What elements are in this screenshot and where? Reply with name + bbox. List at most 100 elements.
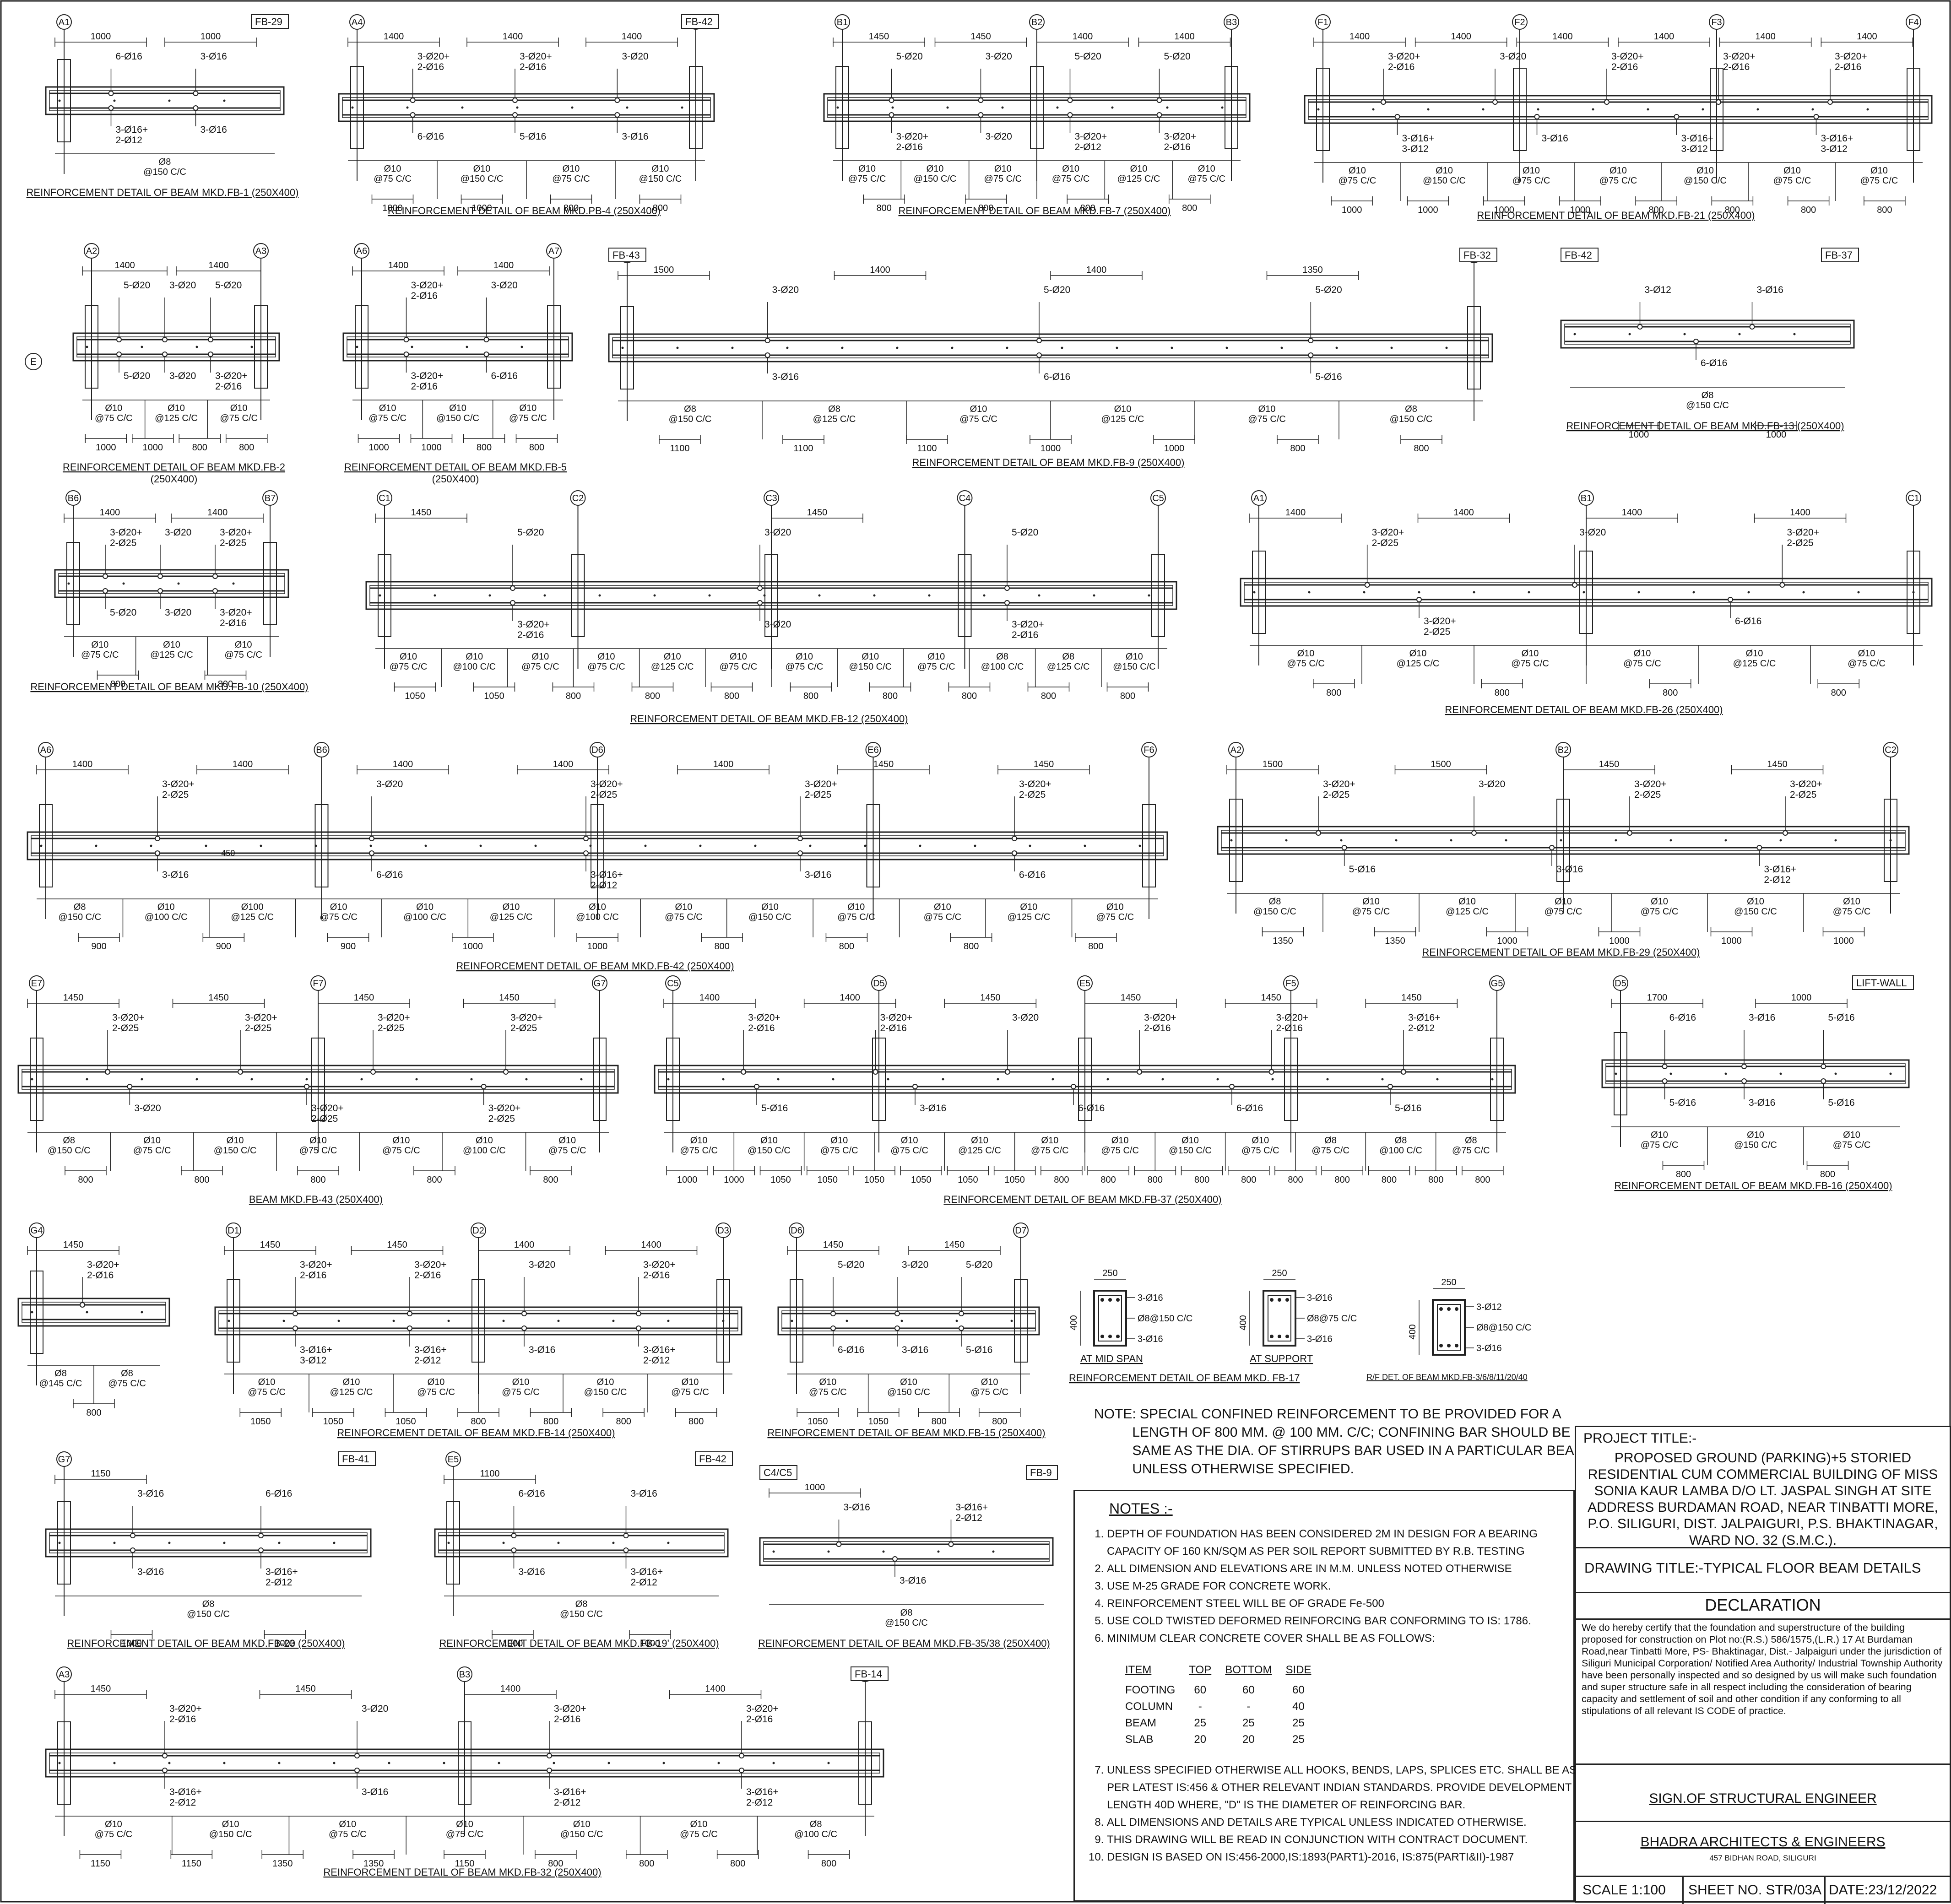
bar-dot — [763, 594, 766, 597]
bar-callout: 3-Ø20+2-Ø16 — [411, 280, 444, 301]
bar-marker — [1067, 97, 1073, 103]
dimension-top-value: 1400 — [1622, 508, 1642, 518]
beam-stirrup-cage — [76, 336, 276, 357]
dimension-bottom-value: 1050 — [250, 1417, 271, 1427]
dimension-bottom-value: 800 — [1335, 1175, 1350, 1185]
stirrup-spec: Ø10@75 C/C — [521, 652, 559, 672]
beam-stirrup-cage — [1244, 582, 1929, 603]
beam-title-line-2: (250X400) — [432, 473, 479, 485]
bar-callout: 3-Ø16 — [1749, 1098, 1775, 1108]
beam-tag: FB-29 — [255, 16, 282, 27]
cover-table-cell: - — [1198, 1700, 1202, 1713]
beam-title: REINFORCEMENT DETAIL OF BEAM MKD.FB-13 (… — [1566, 420, 1844, 432]
grid-label: A6 — [40, 745, 51, 755]
dimension-top-value: 1450 — [354, 993, 374, 1003]
stirrup-spec: Ø8@145 C/C — [39, 1368, 82, 1389]
section-caption: AT MID SPAN — [1080, 1353, 1143, 1364]
dimension-bottom-value: 800 — [1054, 1175, 1069, 1185]
dimension-bottom-value: 1050 — [911, 1175, 932, 1185]
bar-dot — [1166, 106, 1169, 109]
column-support — [666, 1038, 680, 1121]
beam-tag: FB-43 — [612, 249, 640, 261]
bar-marker — [1756, 845, 1762, 850]
cover-table-cell: 60 — [1242, 1684, 1255, 1696]
bar-dot — [1084, 844, 1086, 847]
dimension-bottom-value: 800 — [1241, 1175, 1256, 1185]
beam-outline — [45, 1748, 884, 1778]
dimension-bottom-value: 1150 — [455, 1859, 474, 1869]
bar-marker — [130, 1533, 135, 1538]
grid-label: B3 — [459, 1670, 470, 1680]
beam-tag-box — [681, 14, 719, 29]
column-support — [1907, 551, 1920, 634]
bar-callout: 3-Ø20+2-Ø16 — [1144, 1012, 1176, 1033]
bar-dot — [278, 1762, 281, 1764]
dimension-bottom-value: 800 — [543, 1175, 558, 1185]
dimension-bottom-value: 800 — [1648, 205, 1664, 215]
grid-label: E6 — [867, 745, 878, 755]
grid-label: D2 — [472, 1226, 484, 1236]
beam-stirrup-cage — [58, 573, 285, 594]
bar-dot — [314, 844, 317, 847]
beam-outline — [608, 333, 1493, 362]
grid-label: F1 — [1317, 17, 1328, 27]
stirrup-spec: Ø10@150 C/C — [748, 902, 791, 922]
dimension-bottom-value: 800 — [1414, 444, 1429, 454]
dimension-bottom-value: 800 — [1725, 205, 1740, 215]
bar-dot — [1056, 106, 1059, 109]
dimension-bottom-value: 1100 — [917, 444, 937, 454]
stirrup-spec: Ø10@75 C/C — [1773, 166, 1811, 186]
bar-marker — [212, 573, 218, 579]
dimension-top-value: 1450 — [411, 508, 432, 518]
bar-dot — [553, 1762, 555, 1764]
cover-table-cell: 60 — [1194, 1684, 1207, 1696]
bar-callout: 3-Ø20+2-Ø25 — [112, 1012, 145, 1033]
bar-dot — [1061, 346, 1063, 349]
bar-callout: 5-Ø16 — [1828, 1012, 1854, 1023]
dimension-bottom-value: 800 — [653, 203, 668, 213]
bar-dot — [818, 594, 821, 597]
stirrup-spec: Ø10@75 C/C — [1287, 649, 1325, 669]
dimension-bottom-value: 800 — [1877, 205, 1892, 215]
bar-callout: 3-Ø16 — [519, 1567, 545, 1577]
beam-depth-label: 450 — [221, 849, 235, 858]
bar-callout: 3-Ø20+2-Ø16 — [748, 1012, 780, 1033]
grid-label: B6 — [316, 745, 327, 755]
bar-dot — [333, 1762, 336, 1764]
stirrup-spec: Ø10@150 C/C — [436, 403, 479, 423]
dimension-bottom-value: 1000 — [463, 941, 483, 952]
column-support — [1556, 799, 1570, 882]
bar-callout: 3-Ø20+2-Ø16 — [411, 371, 444, 392]
section-bottom-bar — [1270, 1335, 1274, 1338]
stirrup-spec: Ø8@75 C/C — [1452, 1136, 1490, 1156]
bar-callout: 3-Ø20+2-Ø16 — [746, 1704, 779, 1725]
bar-dot — [406, 106, 409, 109]
bar-callout: 3-Ø20+2-Ø25 — [110, 527, 142, 548]
bar-marker — [912, 1084, 918, 1089]
dimension-top-value: 1450 — [1121, 993, 1141, 1003]
dimension-bottom-value: 1000 — [1609, 936, 1630, 946]
bar-marker — [614, 97, 620, 103]
cover-table-cell: FOOTING — [1125, 1684, 1176, 1696]
bar-marker — [797, 836, 803, 841]
bar-callout: 3-Ø20 — [362, 1704, 388, 1714]
bar-dot — [1029, 844, 1031, 847]
bar-dot — [772, 1550, 775, 1553]
cover-table-cell: 40 — [1292, 1700, 1305, 1713]
dimension-bottom-value: 800 — [548, 1859, 563, 1869]
beam-tag: FB-42 — [699, 1453, 726, 1465]
column-support — [57, 59, 71, 142]
bar-dot — [1528, 591, 1530, 594]
notes-list: DEPTH OF FOUNDATION HAS BEEN CONSIDERED … — [1093, 1525, 1583, 1866]
stirrup-spec: Ø10@75 C/C — [720, 652, 758, 672]
bar-dot — [919, 844, 921, 847]
bar-dot — [392, 1320, 395, 1322]
dimension-bottom-value: 1000 — [1497, 936, 1517, 946]
stirrup-spec: Ø10@75 C/C — [1833, 1130, 1871, 1150]
beam-tag-box — [1821, 248, 1859, 262]
dimension-bottom-value: 800 — [730, 1859, 745, 1869]
grid-bubble-e — [25, 353, 42, 370]
